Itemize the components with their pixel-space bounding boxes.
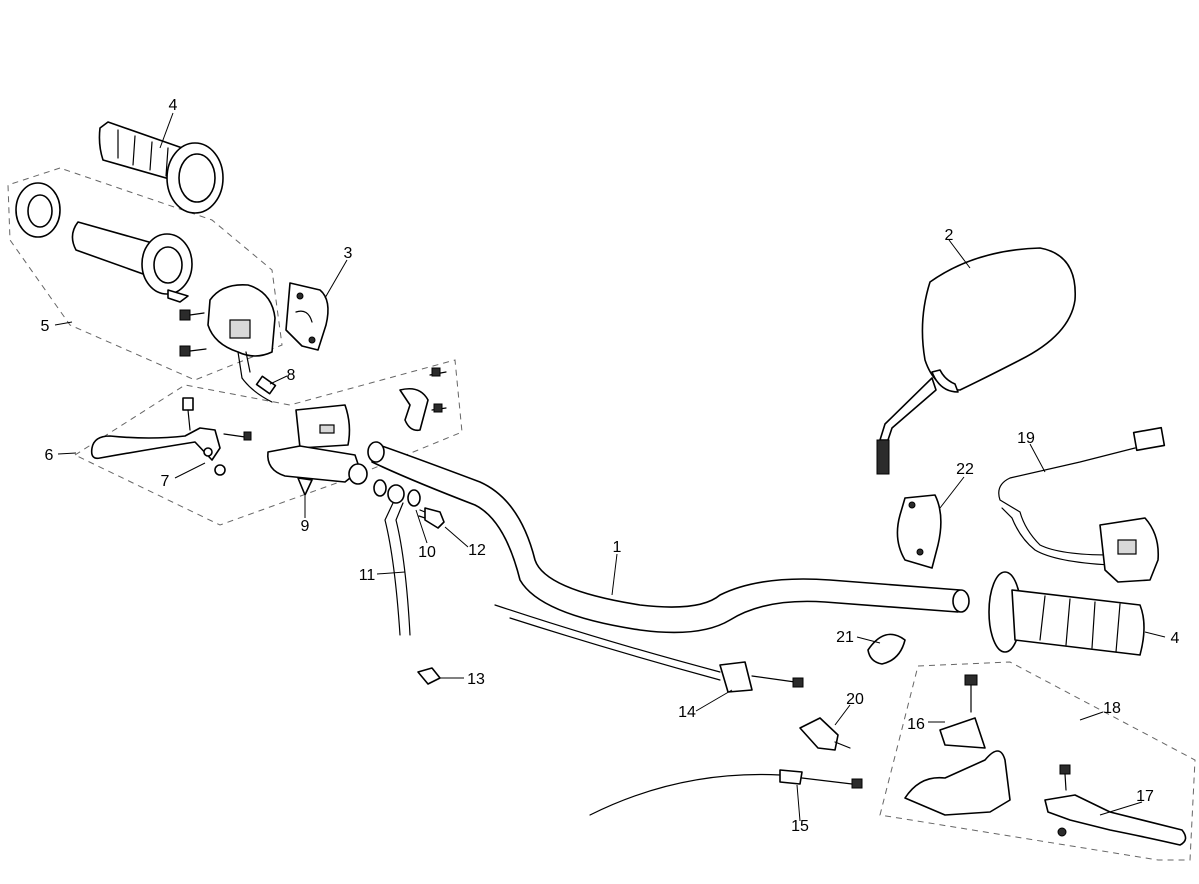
callout-19: 19	[1017, 430, 1035, 447]
screw-lower	[179, 345, 207, 357]
grip-left	[98, 121, 224, 214]
throttle-tube	[71, 221, 193, 303]
callout-7: 7	[161, 473, 170, 490]
callout-1: 1	[613, 539, 622, 556]
washer-a	[373, 479, 387, 497]
callout-4-right: 4	[1171, 630, 1180, 647]
assembly-group-outline-brake-lever	[73, 359, 463, 526]
callout-10: 10	[418, 544, 436, 561]
pivot-bolt	[182, 397, 194, 431]
switch-assembly-right	[998, 426, 1166, 583]
handlebar-clamp	[867, 633, 906, 665]
callout-17: 17	[1136, 788, 1154, 805]
switch-cover-left	[285, 282, 329, 351]
callout-4-left: 4	[169, 97, 178, 114]
callout-20: 20	[846, 691, 864, 708]
callout-9: 9	[301, 518, 310, 535]
handlebar	[367, 441, 970, 634]
throttle-ring	[15, 182, 61, 238]
washer-b	[407, 489, 421, 507]
banjo-bolt	[418, 507, 445, 529]
callout-14: 14	[678, 704, 696, 721]
cable-adjuster	[799, 717, 851, 751]
grip-right	[988, 571, 1145, 656]
banjo-fitting	[384, 484, 411, 636]
switch-housing-left	[207, 283, 276, 379]
callout-11: 11	[359, 567, 376, 584]
small-screw	[223, 431, 252, 441]
callout-12: 12	[468, 542, 486, 559]
callout-21: 21	[836, 629, 854, 646]
switch-wire	[241, 375, 277, 403]
clutch-perch-bracket	[904, 674, 1011, 816]
callout-2: 2	[945, 227, 954, 244]
callout-18: 18	[1103, 700, 1121, 717]
mirror	[876, 247, 1076, 475]
callout-6: 6	[45, 447, 54, 464]
switch-cover-right	[896, 494, 942, 569]
callout-15: 15	[791, 818, 809, 835]
clutch-cable	[589, 769, 863, 816]
master-cylinder	[267, 404, 368, 496]
callout-16: 16	[907, 716, 925, 733]
screw-upper	[179, 309, 205, 321]
callout-8: 8	[287, 367, 296, 384]
brake-lever	[90, 427, 226, 476]
cable-clip	[417, 667, 441, 685]
callout-5: 5	[41, 318, 50, 335]
leader-lines	[54, 112, 1166, 822]
master-cylinder-clamp	[399, 367, 447, 432]
throttle-cable	[494, 604, 804, 693]
clutch-lever	[1044, 764, 1187, 846]
callout-3: 3	[344, 245, 353, 262]
callout-22: 22	[956, 461, 974, 478]
callout-13: 13	[467, 671, 485, 688]
assembly-group-outline-clutch-lever	[879, 661, 1196, 861]
